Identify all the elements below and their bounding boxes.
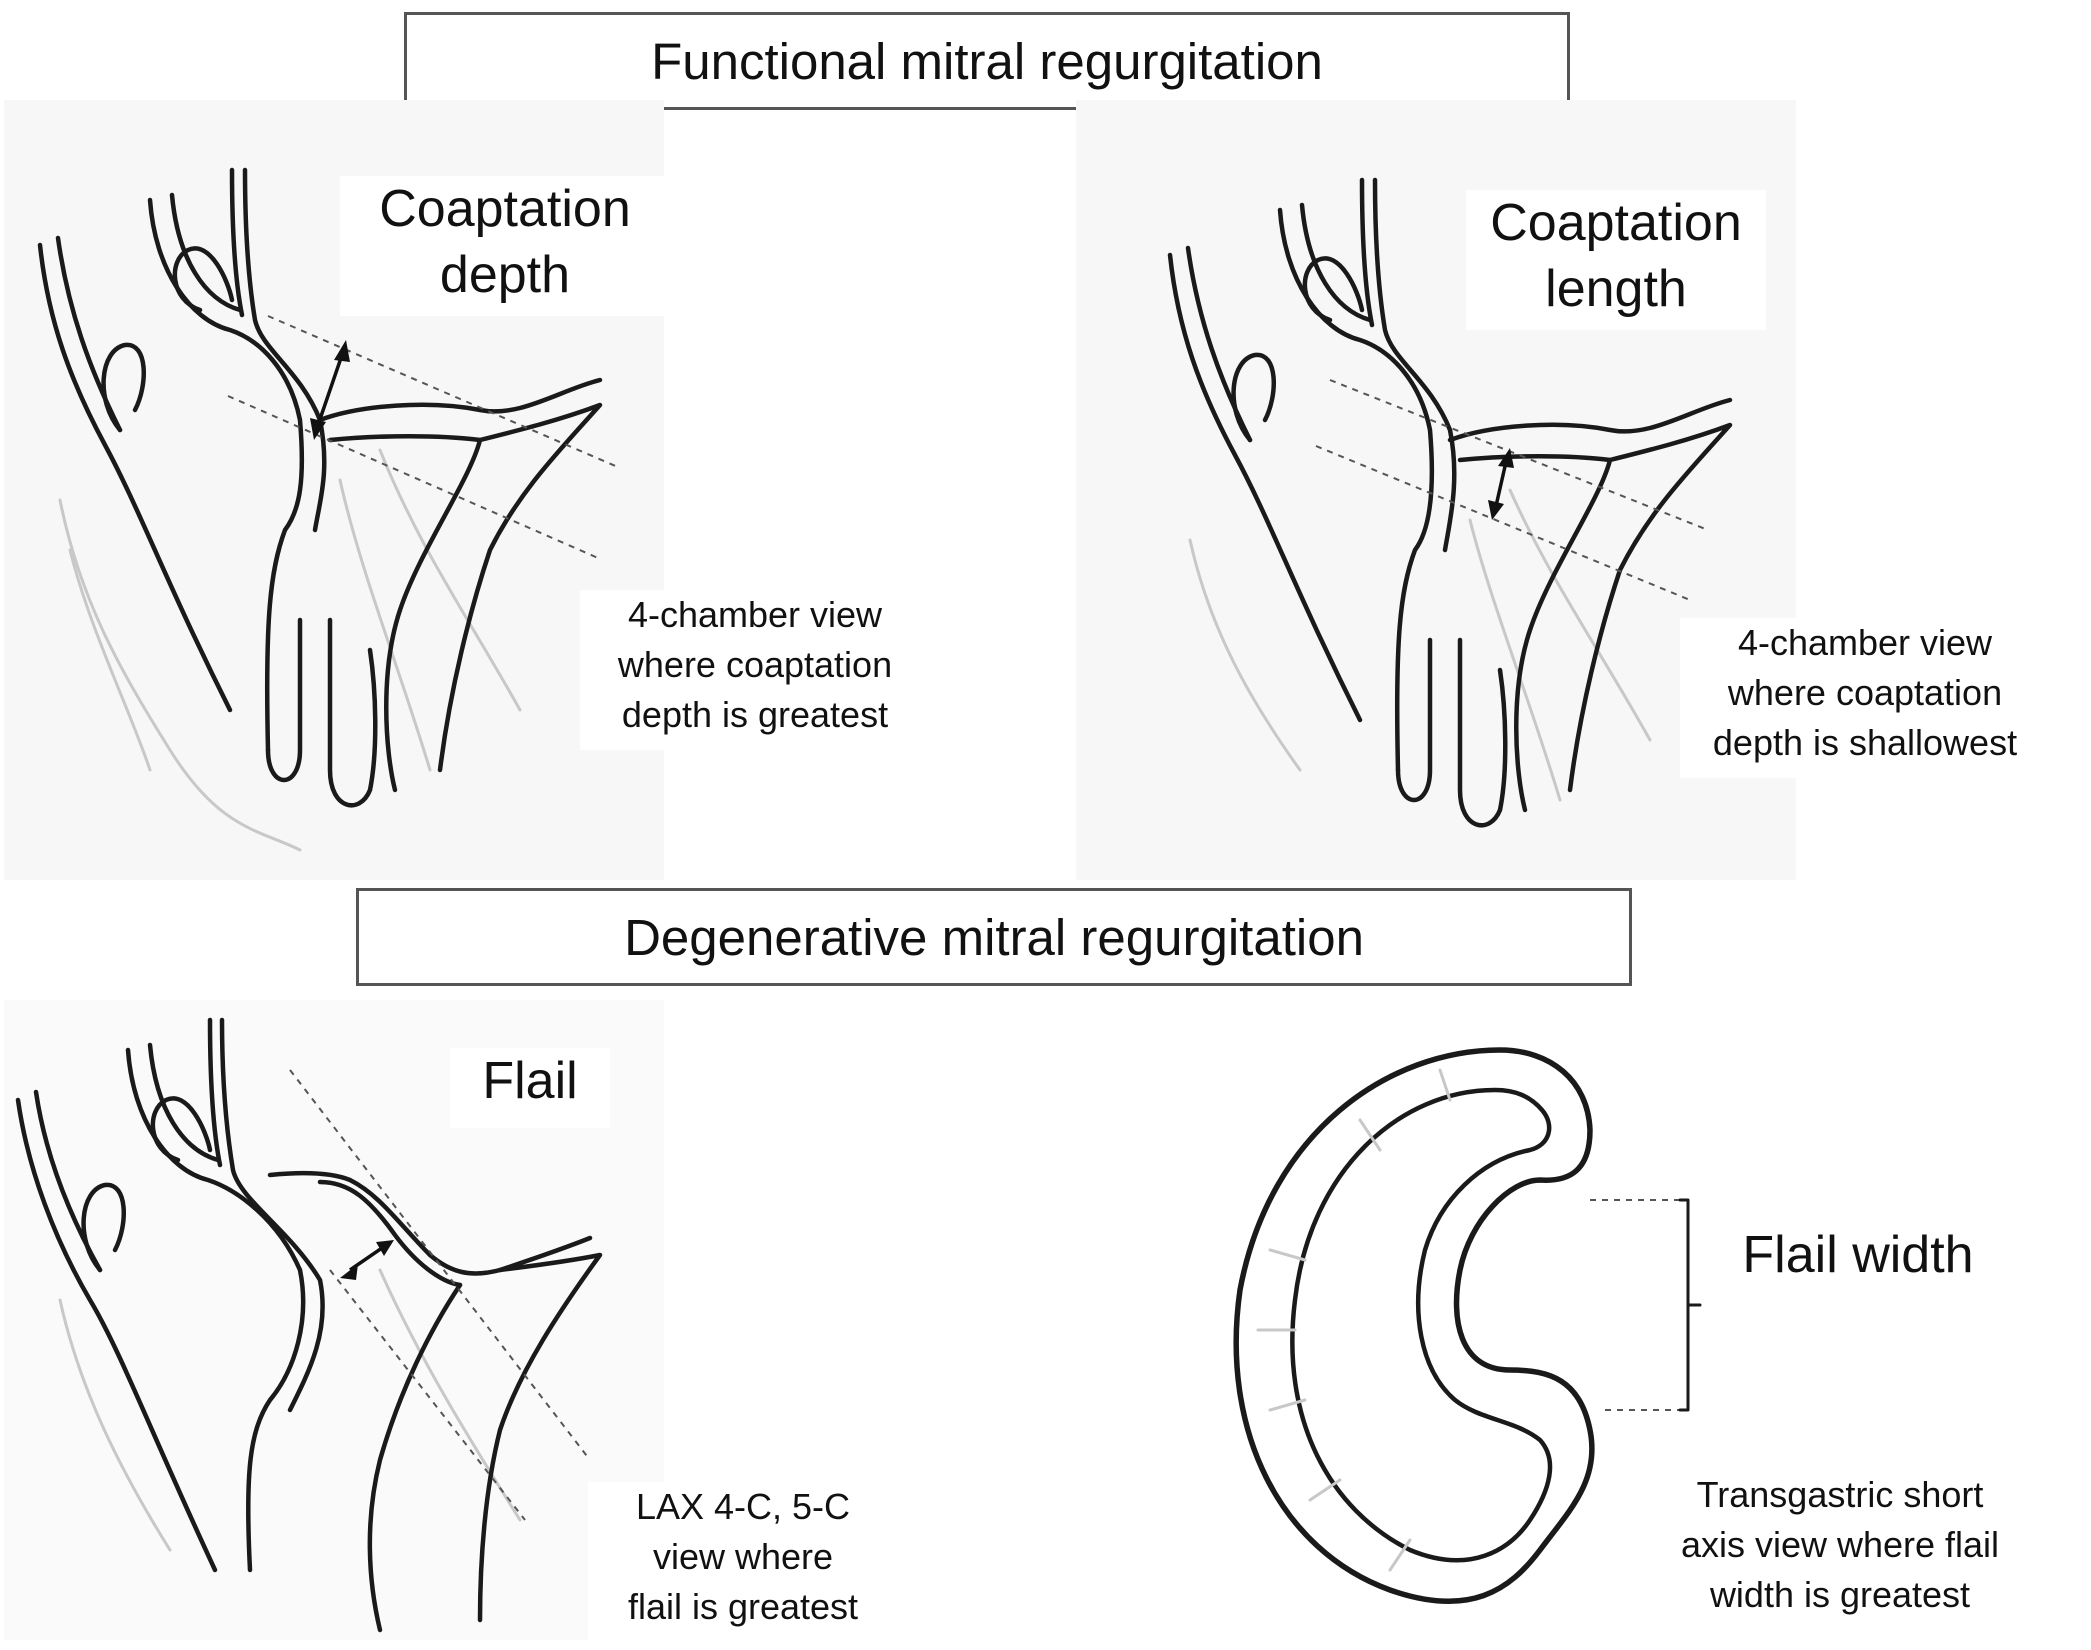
coaptation-length-caption: 4-chamber view where coaptation depth is… bbox=[1680, 618, 2050, 778]
functional-title-text: Functional mitral regurgitation bbox=[651, 32, 1323, 90]
flail-caption-line-2: view where bbox=[652, 1536, 834, 1577]
flail-caption-line-1: LAX 4-C, 5-C bbox=[635, 1486, 851, 1527]
coaptation-length-valve-illustration bbox=[1167, 177, 1733, 828]
coaptation-length-caption-line-1: 4-chamber view bbox=[1737, 622, 1993, 663]
flail-width-valve-short-axis-illustration bbox=[1233, 1047, 1702, 1605]
flail-caption: LAX 4-C, 5-C view where flail is greates… bbox=[588, 1482, 898, 1642]
flail-width-caption-line-3: width is greatest bbox=[1709, 1574, 1971, 1615]
coaptation-length-label-line-1: Coaptation bbox=[1490, 194, 1742, 252]
flail-label-line-1: Flail bbox=[482, 1052, 578, 1110]
coaptation-depth-label-line-2: depth bbox=[439, 246, 571, 304]
coaptation-depth-caption-line-1: 4-chamber view bbox=[627, 594, 883, 635]
flail-width-caption-line-2: axis view where flail bbox=[1680, 1524, 2000, 1565]
degenerative-title-text: Degenerative mitral regurgitation bbox=[624, 908, 1364, 966]
coaptation-length-caption-line-2: where coaptation bbox=[1727, 672, 2003, 713]
coaptation-length-label-line-2: length bbox=[1545, 260, 1687, 318]
coaptation-depth-label-line-1: Coaptation bbox=[379, 180, 631, 238]
flail-width-label-line-1: Flail width bbox=[1742, 1226, 1974, 1284]
flail-width-label: Flail width bbox=[1718, 1222, 1998, 1302]
flail-width-caption-line-1: Transgastric short bbox=[1696, 1474, 1984, 1515]
flail-label: Flail bbox=[450, 1048, 610, 1128]
coaptation-length-caption-line-3: depth is shallowest bbox=[1712, 722, 2018, 763]
coaptation-length-label: Coaptation length bbox=[1466, 190, 1766, 330]
coaptation-depth-label: Coaptation depth bbox=[340, 176, 670, 316]
coaptation-depth-caption-line-2: where coaptation bbox=[617, 644, 893, 685]
degenerative-section-title: Degenerative mitral regurgitation bbox=[356, 888, 1632, 986]
flail-valve-illustration bbox=[15, 1017, 603, 1633]
flail-width-caption: Transgastric short axis view where flail… bbox=[1640, 1470, 2040, 1630]
coaptation-depth-caption: 4-chamber view where coaptation depth is… bbox=[580, 590, 930, 750]
flail-caption-line-3: flail is greatest bbox=[627, 1586, 859, 1627]
functional-section-title: Functional mitral regurgitation bbox=[404, 12, 1570, 110]
coaptation-depth-valve-illustration bbox=[37, 167, 621, 852]
coaptation-depth-caption-line-3: depth is greatest bbox=[621, 694, 889, 735]
